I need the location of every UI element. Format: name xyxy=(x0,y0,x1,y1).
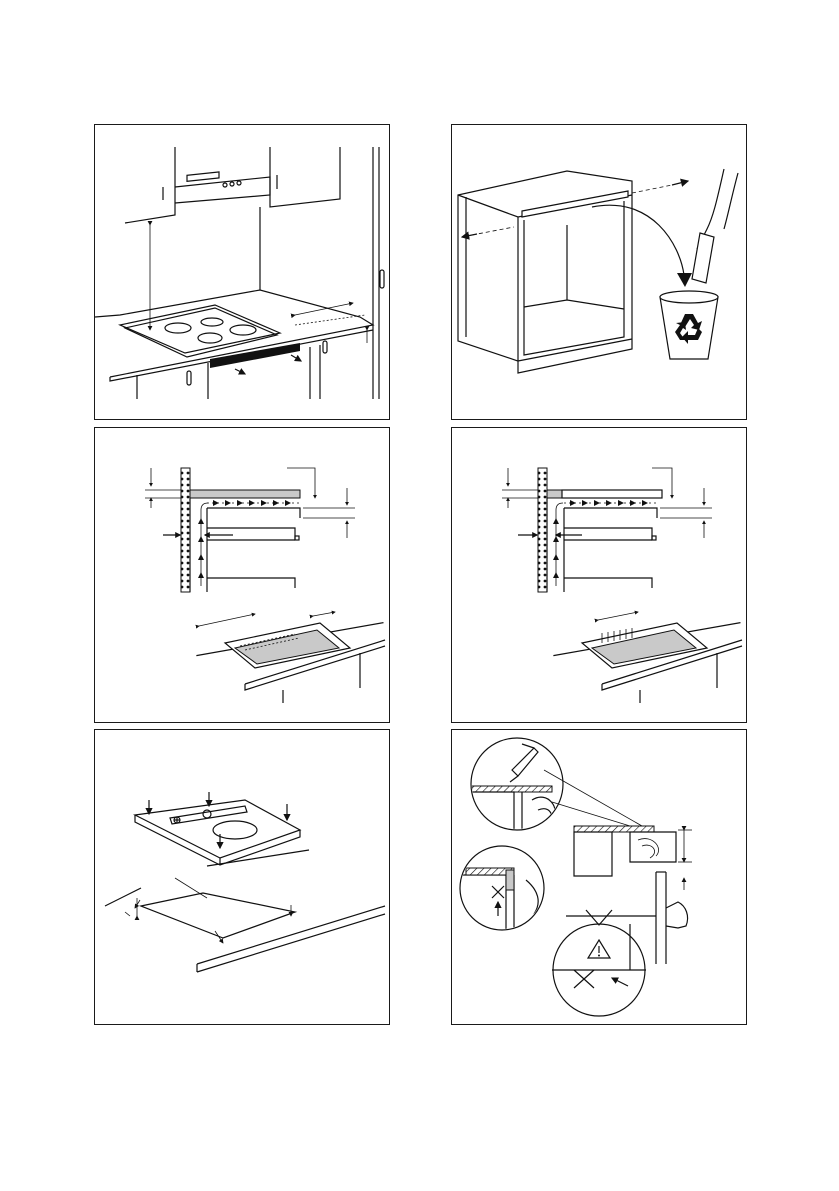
ventilation-gap-cross-section-variant-illustration xyxy=(451,427,747,723)
hob-on-worktop-illustration xyxy=(94,124,390,420)
ventilation-gap-cross-section-illustration xyxy=(94,427,390,723)
hob-insert-into-cutout-illustration xyxy=(94,729,390,1025)
sealing-and-edge-detail-illustration xyxy=(451,729,747,1025)
cabinet-remove-rail-recycle-illustration xyxy=(451,124,747,420)
